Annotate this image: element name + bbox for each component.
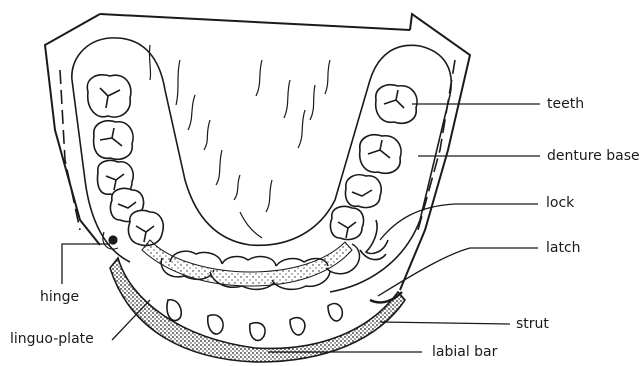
leader-latch: [378, 248, 538, 296]
leader-hinge: [62, 244, 110, 284]
label-hinge: hinge: [40, 289, 79, 305]
label-strut: strut: [516, 316, 549, 332]
label-denture-base: denture base: [547, 148, 640, 164]
leader-lock: [380, 204, 538, 240]
label-labial-bar: labial bar: [432, 344, 497, 360]
label-latch: latch: [546, 240, 581, 256]
teeth-left: [87, 75, 163, 246]
label-lock: lock: [546, 195, 574, 211]
teeth-right: [330, 85, 417, 240]
label-teeth: teeth: [547, 96, 584, 112]
leader-strut: [380, 322, 510, 324]
lock-latch-detail: [360, 220, 402, 302]
label-linguo-plate: linguo-plate: [10, 331, 94, 347]
